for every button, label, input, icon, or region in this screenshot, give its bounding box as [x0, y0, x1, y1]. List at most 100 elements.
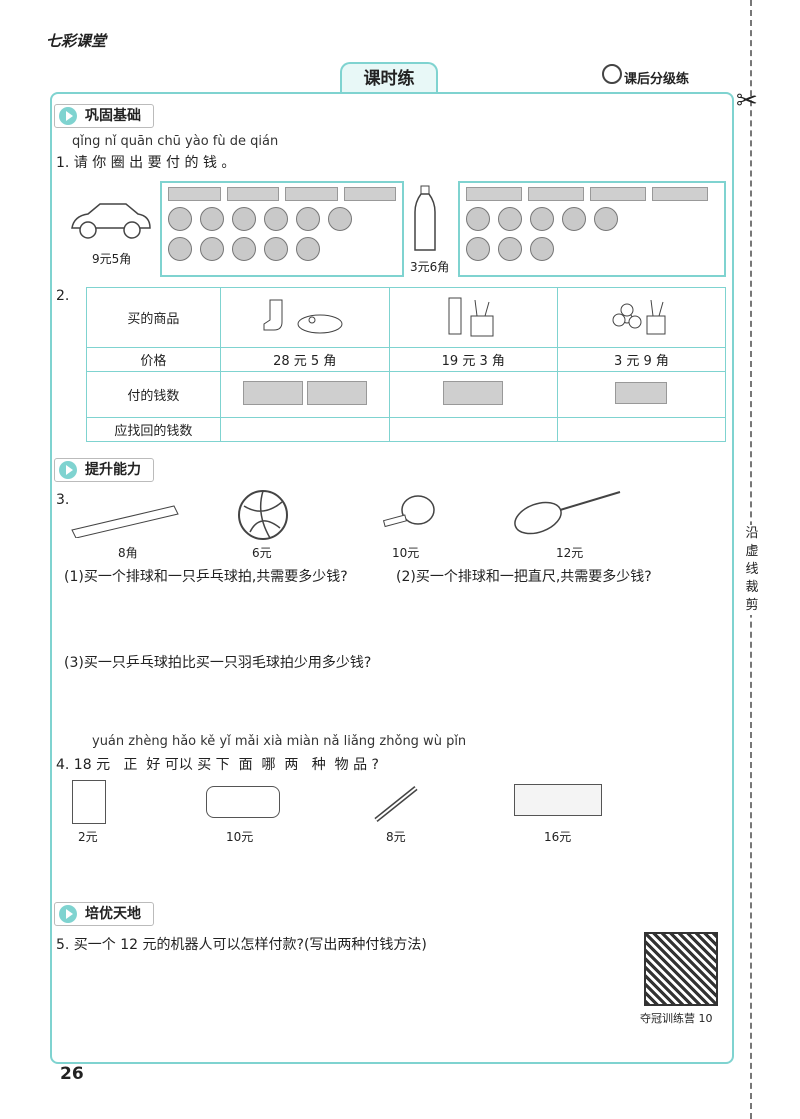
answer-cell[interactable]	[556, 417, 727, 442]
badminton-racket-icon	[514, 491, 621, 535]
watercolor-set-icon	[514, 784, 602, 816]
section-header-advanced: 培优天地	[54, 902, 154, 926]
coin-icon	[232, 207, 256, 231]
q5-text: 5. 买一个 12 元的机器人可以怎样付款?(写出两种付钱方法)	[56, 937, 427, 953]
car-price: 9元5角	[92, 252, 132, 266]
coin-icon	[296, 237, 320, 261]
flower-brush-cup-icon	[556, 287, 727, 348]
qr-label: 夺冠训练营 10	[640, 1012, 713, 1025]
banknote-icon	[443, 380, 504, 405]
row-header: 买的商品	[86, 287, 221, 348]
section-header-ability: 提升能力	[54, 458, 154, 482]
money-box-drink	[458, 181, 726, 277]
coin-icon	[466, 237, 490, 261]
pen-icon	[374, 786, 418, 822]
table-row: 价格 28 元 5 角 19 元 3 角 3 元 9 角	[86, 347, 727, 372]
payment-cell	[219, 371, 390, 418]
payment-cell	[556, 371, 727, 418]
watercolor-price: 16元	[544, 830, 572, 844]
price-cell: 19 元 3 角	[388, 347, 558, 372]
q4-text: 4. 18 元 正 好 可以 买 下 面 哪 两 种 物 品 ?	[56, 757, 379, 773]
answer-cell[interactable]	[219, 417, 390, 442]
money-box-car	[160, 181, 404, 277]
pen-price: 8元	[386, 830, 406, 844]
coin-icon	[264, 237, 288, 261]
bottle-icon	[414, 185, 436, 251]
banknote-icon	[306, 380, 367, 405]
price-cell: 3 元 9 角	[556, 347, 727, 372]
ruler-price: 8角	[118, 546, 138, 560]
banknote-icon	[466, 187, 522, 201]
table-row: 买的商品	[86, 287, 727, 348]
coin-icon	[232, 237, 256, 261]
coin-icon	[530, 207, 554, 231]
coin-icon	[498, 207, 522, 231]
banknote-icon	[590, 187, 646, 201]
clock-icon	[602, 64, 622, 84]
answer-cell[interactable]	[388, 417, 558, 442]
play-icon	[59, 107, 77, 125]
paddle-price: 10元	[392, 546, 420, 560]
coin-icon	[168, 207, 192, 231]
q2-number: 2.	[56, 288, 70, 304]
banknote-icon	[285, 187, 338, 201]
notebook-icon	[72, 780, 106, 824]
ping-pong-paddle-icon	[382, 495, 435, 528]
pencil-case-price: 10元	[226, 830, 254, 844]
page-title: 课时练	[340, 62, 438, 94]
section-title: 提升能力	[85, 462, 141, 478]
q3-sub2: (2)买一个排球和一把直尺,共需要多少钱?	[396, 569, 652, 585]
table-row: 应找回的钱数	[86, 417, 727, 442]
coin-icon	[594, 207, 618, 231]
q1-pinyin: qǐng nǐ quān chū yào fù de qián	[72, 134, 279, 149]
level-label: 课后分级练	[624, 72, 690, 87]
banknote-icon	[226, 187, 279, 201]
banknote-icon	[615, 381, 668, 404]
scissors-icon: ✂	[736, 86, 758, 116]
page-number: 26	[60, 1064, 84, 1084]
drink-price: 3元6角	[410, 260, 450, 274]
car-icon	[71, 203, 151, 239]
brand-logo: 七彩课堂	[46, 32, 107, 50]
play-icon	[59, 905, 77, 923]
table-row: 付的钱数	[86, 371, 727, 418]
coin-icon	[562, 207, 586, 231]
banknote-icon	[242, 380, 303, 405]
payment-cell	[388, 371, 558, 418]
volleyball-icon	[238, 490, 288, 540]
coin-icon	[328, 207, 352, 231]
coin-icon	[498, 237, 522, 261]
row-header: 应找回的钱数	[86, 417, 221, 442]
q3-number: 3.	[56, 492, 70, 508]
coin-icon	[466, 207, 490, 231]
content-frame	[50, 92, 734, 1064]
shopping-table: 买的商品 价格 28 元 5 角 19 元 3 角 3 元 9 角 付的钱数 应…	[86, 287, 727, 442]
banknote-icon	[652, 187, 708, 201]
coin-icon	[168, 237, 192, 261]
banknote-icon	[168, 187, 221, 201]
coin-icon	[200, 207, 224, 231]
ruler-icon	[71, 505, 179, 538]
row-header: 付的钱数	[86, 371, 221, 418]
row-header: 价格	[86, 347, 221, 372]
section-title: 培优天地	[85, 906, 141, 922]
price-cell: 28 元 5 角	[219, 347, 390, 372]
coin-icon	[200, 237, 224, 261]
qr-code[interactable]	[644, 932, 718, 1006]
banknote-icon	[528, 187, 584, 201]
racket-price: 12元	[556, 546, 584, 560]
q4-pinyin: yuán zhèng hǎo kě yǐ mǎi xià miàn nǎ liǎ…	[92, 734, 467, 749]
coin-icon	[296, 207, 320, 231]
coin-icon	[264, 207, 288, 231]
coin-icon	[530, 237, 554, 261]
pencil-cup-icon	[388, 287, 558, 348]
play-icon	[59, 461, 77, 479]
pencil-case-icon	[206, 786, 280, 818]
q3-sub3: (3)买一只乒乓球拍比买一只羽毛球拍少用多少钱?	[64, 655, 372, 671]
q3-sub1: (1)买一个排球和一只乒乓球拍,共需要多少钱?	[64, 569, 348, 585]
banknote-icon	[343, 187, 396, 201]
section-header-basics: 巩固基础	[54, 104, 154, 128]
cut-instruction: 沿虚线裁剪	[744, 525, 760, 615]
notebook-price: 2元	[78, 830, 98, 844]
section-title: 巩固基础	[85, 108, 141, 124]
